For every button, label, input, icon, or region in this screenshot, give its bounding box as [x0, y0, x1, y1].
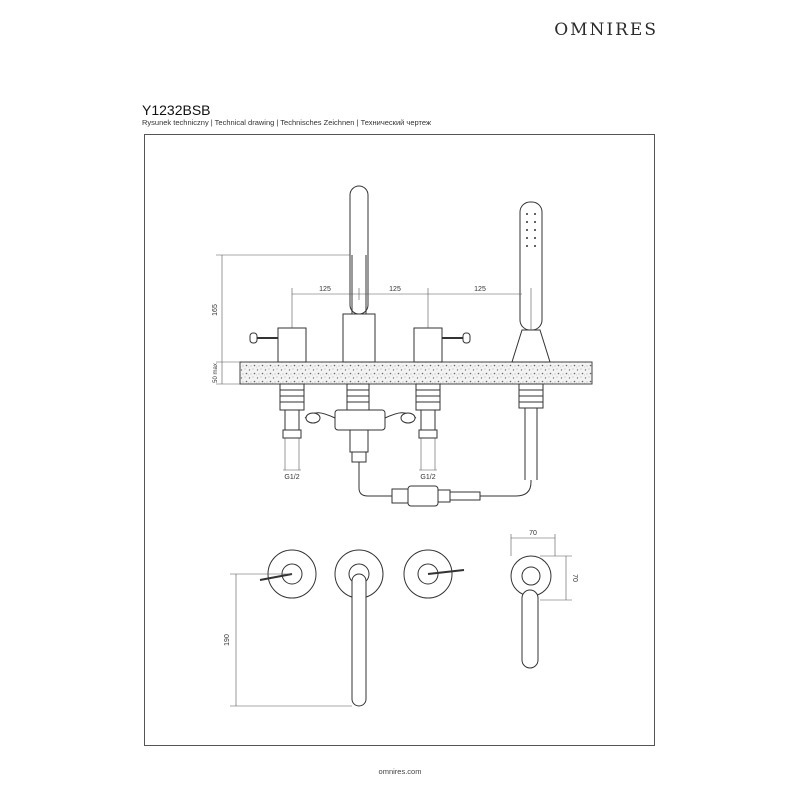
- dimension-lines: [216, 254, 532, 471]
- dim-thread-right: G1/2: [420, 474, 435, 481]
- dim-rosette-width: 70: [529, 530, 537, 537]
- right-valve: [413, 327, 471, 439]
- side-view: [216, 185, 593, 507]
- spout: [342, 185, 376, 413]
- drawing-frame: [144, 134, 655, 746]
- countertop: [239, 361, 593, 385]
- dim-spacing-2: 125: [389, 286, 401, 293]
- top-view: [230, 534, 572, 707]
- dim-thread-left: G1/2: [284, 474, 299, 481]
- dim-rosette-height: 70: [571, 574, 578, 582]
- right-handle-top: [403, 549, 465, 599]
- hand-shower: [511, 201, 551, 480]
- diverter-body: [304, 409, 417, 463]
- dim-height: 165: [212, 304, 219, 316]
- brand-logo: OMNIRES: [554, 20, 658, 40]
- shower-hose: [358, 462, 532, 507]
- spout-top: [334, 549, 384, 707]
- dim-spacing-1: 125: [319, 286, 331, 293]
- drawing-subtitle: Rysunek techniczny | Technical drawing |…: [142, 118, 431, 127]
- hand-shower-top: [510, 555, 552, 669]
- dim-deck-thickness: 50 max: [213, 363, 219, 383]
- left-valve: [249, 327, 307, 439]
- dim-spout-length: 190: [224, 634, 231, 646]
- top-dimension-lines: [230, 534, 572, 707]
- model-number: Y1232BSB: [142, 102, 211, 118]
- dim-spacing-3: 125: [474, 286, 486, 293]
- footer-url: omnires.com: [378, 767, 422, 776]
